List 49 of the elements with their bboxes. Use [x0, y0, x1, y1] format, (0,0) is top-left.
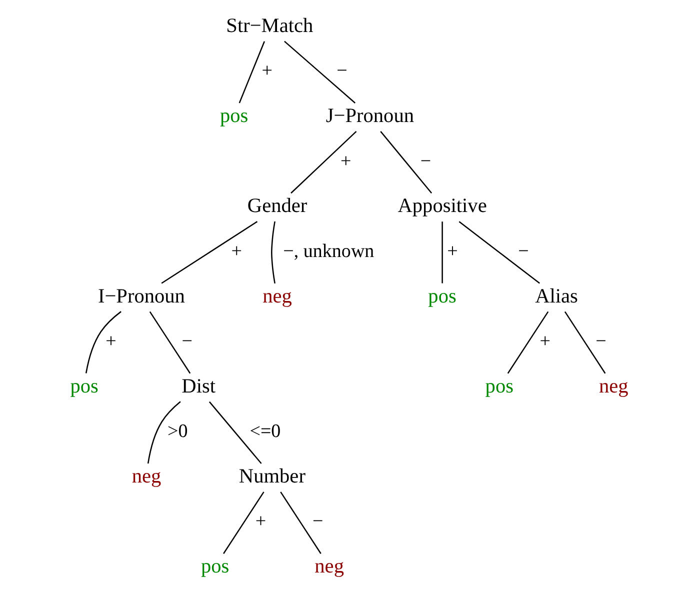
connector — [280, 492, 322, 554]
node-text: Gender — [247, 195, 308, 218]
edge-label: − — [518, 240, 529, 262]
edge-label: − — [312, 511, 324, 532]
connector — [85, 311, 122, 374]
edge-label: + — [540, 331, 550, 352]
node-text: Appositive — [398, 195, 487, 218]
node-text: neg — [598, 375, 628, 398]
connector — [271, 221, 276, 284]
node-text: neg — [262, 285, 292, 308]
connector — [208, 401, 262, 464]
node-text: J−Pronoun — [326, 105, 414, 128]
node-text: Number — [238, 466, 306, 488]
connector — [161, 221, 258, 284]
node-text: Alias — [535, 285, 578, 308]
edge-label: + — [255, 511, 266, 532]
node-text: pos — [220, 105, 248, 128]
connector — [149, 311, 191, 374]
node-text: pos — [428, 285, 456, 308]
edge-label: + — [231, 240, 242, 262]
edge-label: −, unknown — [283, 240, 374, 262]
connector — [223, 492, 264, 554]
connector — [238, 41, 266, 104]
connector — [442, 222, 443, 284]
node-text: pos — [485, 375, 514, 398]
connector — [290, 130, 357, 194]
connector — [380, 131, 432, 194]
connector — [564, 311, 606, 374]
edge-label: + — [340, 150, 352, 172]
node-text: Str−Match — [226, 14, 314, 37]
node-text: I−Pronoun — [98, 285, 185, 308]
node-text: neg — [132, 466, 162, 488]
edge-label: − — [420, 150, 432, 172]
connector — [147, 401, 181, 464]
node-text: pos — [70, 375, 98, 398]
edge-label: <=0 — [250, 421, 281, 442]
node-text: pos — [200, 556, 230, 578]
edge-label: + — [106, 331, 116, 352]
edge-label: − — [182, 331, 193, 352]
connector — [284, 40, 356, 104]
edge-label: − — [596, 331, 606, 352]
node-text: neg — [314, 556, 344, 578]
edge-label: + — [447, 240, 458, 262]
edge-label: − — [336, 60, 348, 82]
connector — [458, 221, 540, 284]
connector — [507, 311, 549, 374]
node-text: Dist — [182, 375, 216, 398]
edge-label: + — [262, 60, 272, 82]
edge-label: >0 — [168, 421, 188, 442]
